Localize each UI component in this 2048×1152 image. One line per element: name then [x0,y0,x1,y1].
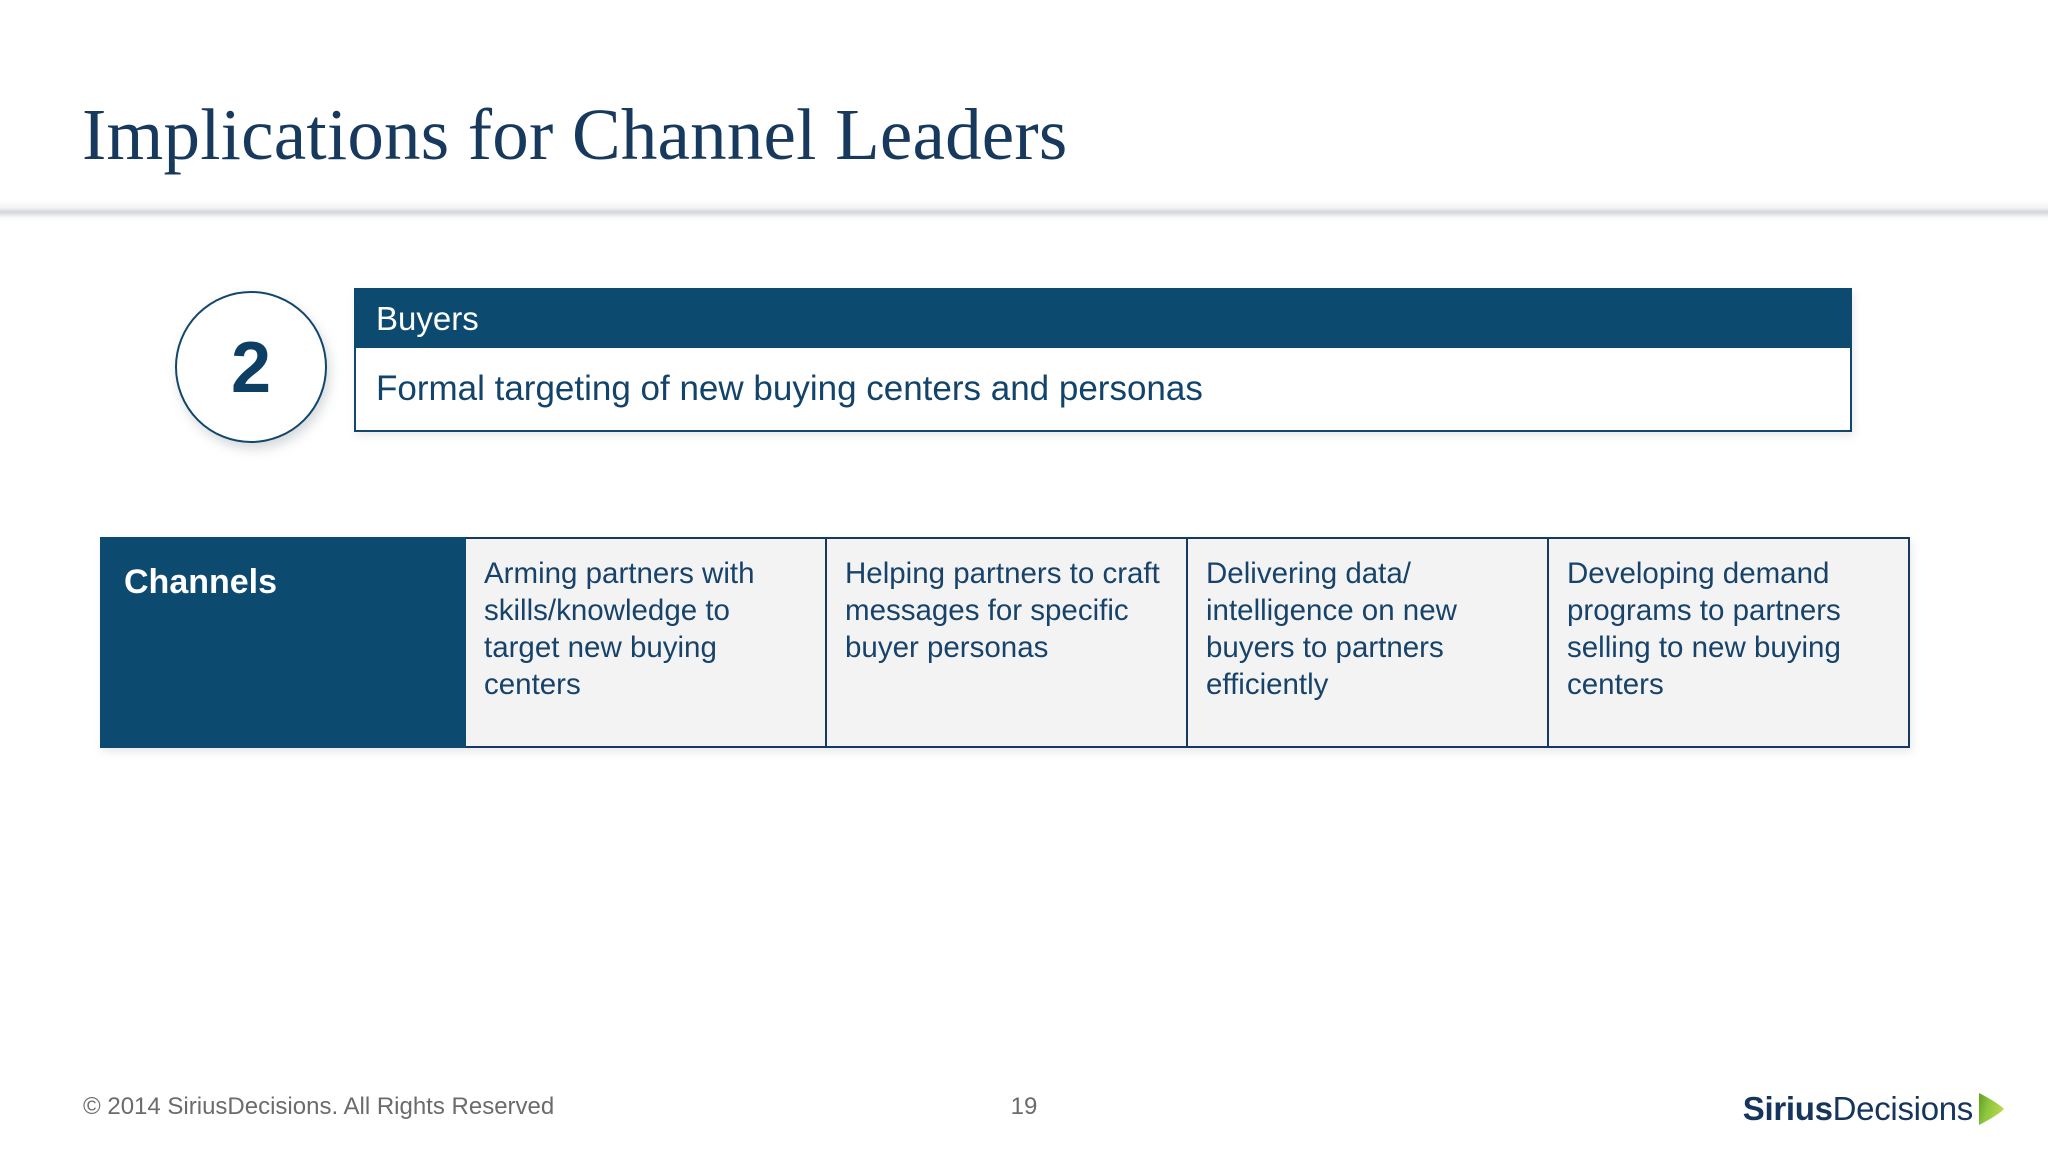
channels-cell-text: Delivering data/ intelligence on new buy… [1206,557,1457,702]
buyers-panel-body-text: Formal targeting of new buying centers a… [376,368,1203,408]
channels-cell: Delivering data/ intelligence on new buy… [1188,537,1549,748]
footer-page-number: 19 [1010,1093,1038,1120]
logo-arrow-icon [1979,1092,2004,1125]
buyers-panel-body: Formal targeting of new buying centers a… [354,348,1852,432]
channels-cell-text: Developing demand programs to partners s… [1567,557,1841,702]
channels-row-header: Channels [100,537,466,748]
channels-cell: Developing demand programs to partners s… [1549,537,1910,748]
step-number-badge: 2 [175,291,327,443]
buyers-panel: Buyers Formal targeting of new buying ce… [354,288,1852,432]
channels-table: Channels Arming partners with skills/kno… [100,537,1910,748]
logo-wordmark: SiriusDecisions [1742,1089,1974,1127]
buyers-panel-header-label: Buyers [376,299,479,337]
channels-cell: Helping partners to craft messages for s… [827,537,1188,748]
page-title: Implications for Channel Leaders [82,94,1068,175]
siriusdecisions-logo: SiriusDecisions [1743,1087,2005,1129]
footer-copyright: © 2014 SiriusDecisions. All Rights Reser… [83,1093,555,1120]
channels-cell-text: Arming partners with skills/knowledge to… [484,557,755,702]
logo-wordmark-bold: Sirius [1742,1089,1833,1127]
channels-cell: Arming partners with skills/knowledge to… [466,537,827,748]
step-number-value: 2 [230,328,272,408]
channels-row-header-label: Channels [124,563,278,601]
channels-cell-text: Helping partners to craft messages for s… [845,557,1160,665]
buyers-panel-header: Buyers [354,288,1852,348]
title-divider [0,200,2048,222]
logo-wordmark-regular: Decisions [1832,1089,1974,1127]
